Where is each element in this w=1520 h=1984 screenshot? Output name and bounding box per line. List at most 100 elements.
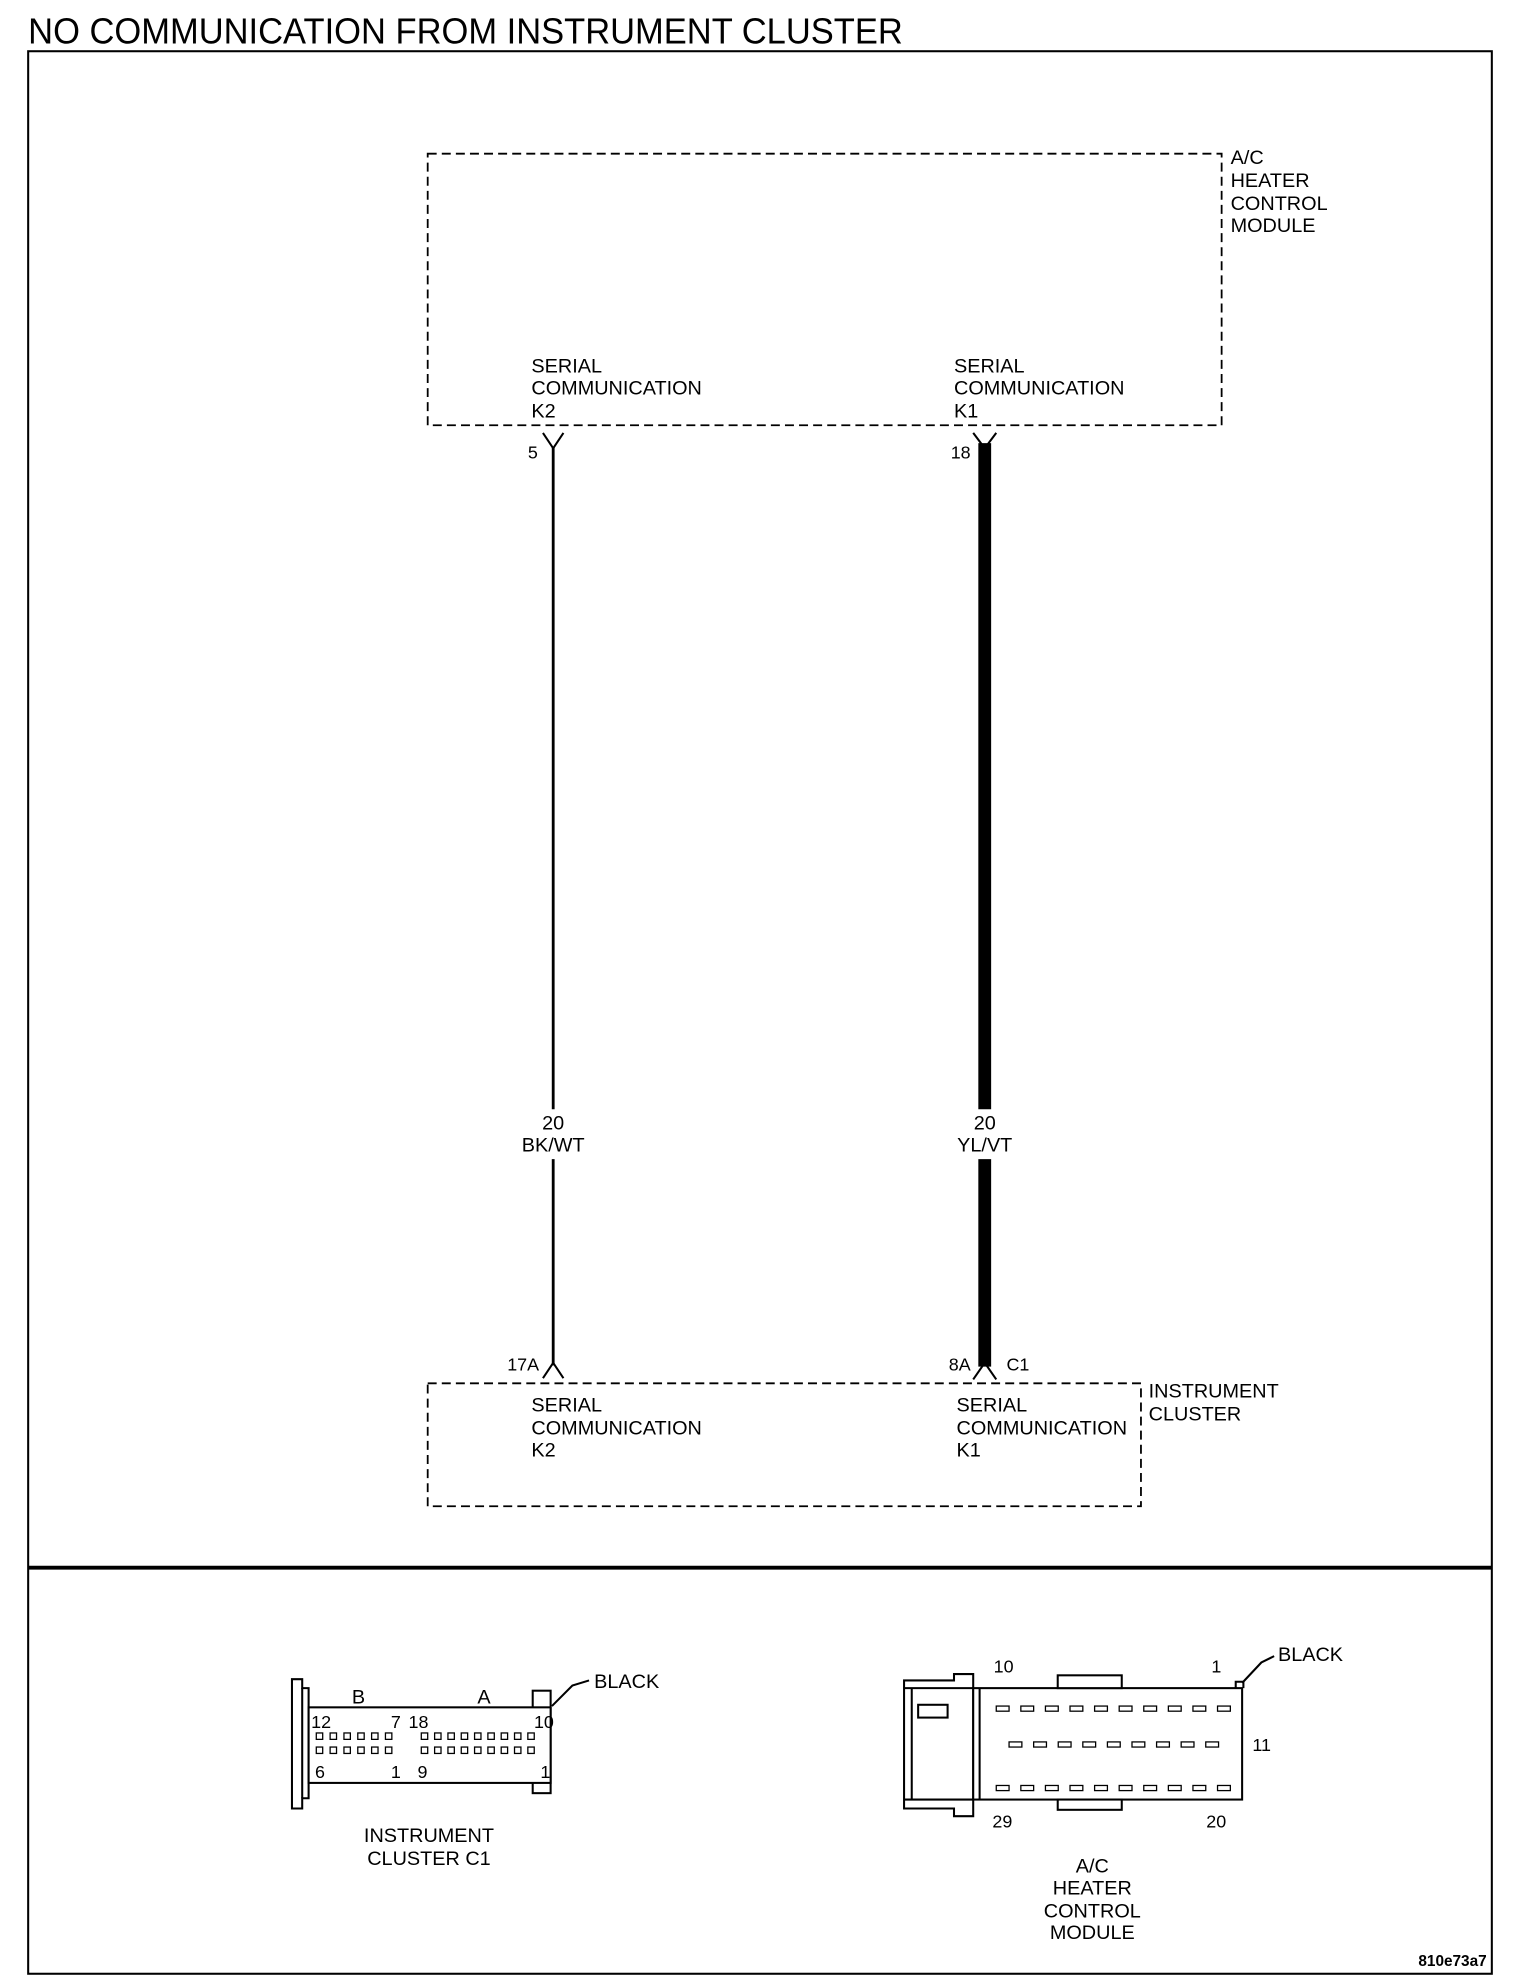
cluster-k2-circuit-label: SERIAL [531, 1394, 602, 1416]
wire-k1-color-code: YL/VT [957, 1134, 1012, 1156]
figure-id: 810e73a7 [1418, 1953, 1486, 1970]
c1-pin-label: 1 [540, 1762, 550, 1782]
pin-cavity [315, 1732, 324, 1741]
pin-cavity [370, 1746, 379, 1755]
pin-cavity [487, 1732, 495, 1741]
pin-cavity [1069, 1705, 1084, 1712]
hvac-pin-label: 29 [992, 1812, 1012, 1832]
pin-cavity [473, 1732, 482, 1741]
pin-cavity [527, 1732, 535, 1741]
cluster-k1-pin-number: 8A [949, 1354, 971, 1374]
pin-cavity [420, 1732, 429, 1741]
pin-cavity [1033, 1741, 1048, 1748]
c1-caption-line: CLUSTER C1 [367, 1848, 491, 1870]
pin-cavity [447, 1732, 455, 1741]
pin-cavity [500, 1732, 509, 1741]
hvac-k2-circuit-label: K2 [531, 401, 555, 423]
c1-pin-label: 6 [315, 1762, 325, 1782]
cluster-k2-pin-number: 17A [507, 1354, 539, 1374]
cluster-k1-terminal-symbol [972, 1360, 998, 1381]
pin-cavity [1118, 1784, 1133, 1792]
pin-cavity [315, 1746, 324, 1755]
hvac-module-name-line: CONTROL [1231, 193, 1328, 215]
pin-cavity [1216, 1784, 1231, 1792]
pin-cavity [1057, 1741, 1072, 1748]
pin-cavity [1069, 1784, 1084, 1792]
pin-cavity [384, 1732, 393, 1741]
pin-cavity [447, 1746, 455, 1755]
pin-cavity [343, 1732, 351, 1741]
pin-cavity [1008, 1741, 1023, 1748]
c1-pin-label: 12 [311, 1712, 331, 1732]
pin-cavity [370, 1732, 379, 1741]
hvac-k2-pin-number: 5 [528, 443, 538, 463]
c1-pin-label: 1 [391, 1762, 401, 1782]
pin-cavity [995, 1784, 1010, 1792]
pin-cavity [1180, 1741, 1195, 1748]
pin-cavity [1167, 1705, 1182, 1712]
instrument-cluster-outline [426, 1382, 1142, 1508]
hvac-k2-terminal-symbol [542, 432, 565, 451]
pin-cavity [995, 1705, 1010, 1712]
instrument-cluster-name-line: INSTRUMENT [1149, 1380, 1279, 1402]
hvac-k1-circuit-label: COMMUNICATION [954, 377, 1124, 399]
pin-cavity [1143, 1784, 1158, 1792]
hvac-k2-circuit-label: COMMUNICATION [531, 377, 701, 399]
pin-cavity [487, 1746, 495, 1755]
hvac-connector-latch [903, 1673, 975, 1818]
hvac-k1-pin-number: 18 [951, 443, 971, 463]
cluster-k1-circuit-label: K1 [957, 1439, 981, 1461]
diagram-border [27, 50, 1493, 1975]
pin-cavity [433, 1732, 442, 1741]
pin-cavity [1155, 1741, 1171, 1748]
wire-k1-gauge: 20 [974, 1113, 996, 1135]
hvac-color-leader-line [1241, 1655, 1275, 1684]
hvac-caption-line: HEATER [1053, 1877, 1132, 1899]
pin-cavity [1093, 1705, 1109, 1712]
c1-section-label-a: A [477, 1686, 491, 1708]
pin-cavity [473, 1746, 482, 1755]
instrument-cluster-schematic: 17A 8A C1 INSTRUMENT CLUSTER SERIAL COMM… [426, 1354, 1279, 1508]
cluster-k2-circuit-label: K2 [531, 1439, 555, 1461]
pin-cavity [357, 1732, 365, 1741]
pin-cavity [500, 1746, 509, 1755]
hvac-module-schematic: A/C HEATER CONTROL MODULE SERIAL COMMUNI… [426, 147, 1328, 463]
pin-cavity [1192, 1784, 1207, 1792]
hvac-pin-cavities [995, 1705, 1231, 1792]
cluster-k2-circuit-label: COMMUNICATION [531, 1418, 701, 1440]
c1-color-label: BLACK [594, 1671, 660, 1693]
c1-pin-label: 10 [534, 1712, 554, 1732]
pin-cavity [1044, 1705, 1059, 1712]
pin-cavity [1020, 1705, 1035, 1712]
pin-cavity [384, 1746, 393, 1755]
pin-cavity [329, 1746, 338, 1755]
pin-cavity [433, 1746, 442, 1755]
hvac-connector-bottom-tab [1056, 1798, 1123, 1811]
hvac-k1-circuit-label: SERIAL [954, 356, 1025, 378]
c1-pin-label: 18 [408, 1712, 428, 1732]
c1-pin-label: 9 [417, 1762, 427, 1782]
pin-cavity [1143, 1705, 1158, 1712]
cluster-c1-connector-view: B A 12 7 18 10 6 1 9 1 BLACK INSTRUMENT … [290, 1671, 660, 1870]
hvac-module-outline [426, 152, 1223, 427]
wire-k2-gauge: 20 [542, 1113, 564, 1135]
pin-cavity [1044, 1784, 1059, 1792]
c1-left-latch [290, 1678, 310, 1810]
c1-pin-label: 7 [391, 1712, 401, 1732]
diagram-title: NO COMMUNICATION FROM INSTRUMENT CLUSTER [28, 12, 903, 52]
cluster-connector-id: C1 [1007, 1354, 1030, 1374]
pin-cavity [1106, 1741, 1121, 1748]
c1-pin-cavities [315, 1732, 535, 1755]
cluster-k2-terminal-symbol [542, 1360, 565, 1379]
pin-cavity [343, 1746, 351, 1755]
hvac-caption-line: A/C [1076, 1856, 1109, 1878]
c1-color-leader-line [551, 1679, 590, 1707]
hvac-pin-label: 1 [1211, 1657, 1221, 1677]
pin-cavity [420, 1746, 429, 1755]
pin-cavity [1082, 1741, 1097, 1748]
pin-cavity [460, 1746, 469, 1755]
hvac-connector-view: 10 1 11 29 20 BLACK A/C HEATER CONTROL M… [903, 1644, 1344, 1944]
wiring: 20 BK/WT 20 YL/VT [522, 443, 1012, 1367]
pin-cavity [527, 1746, 535, 1755]
